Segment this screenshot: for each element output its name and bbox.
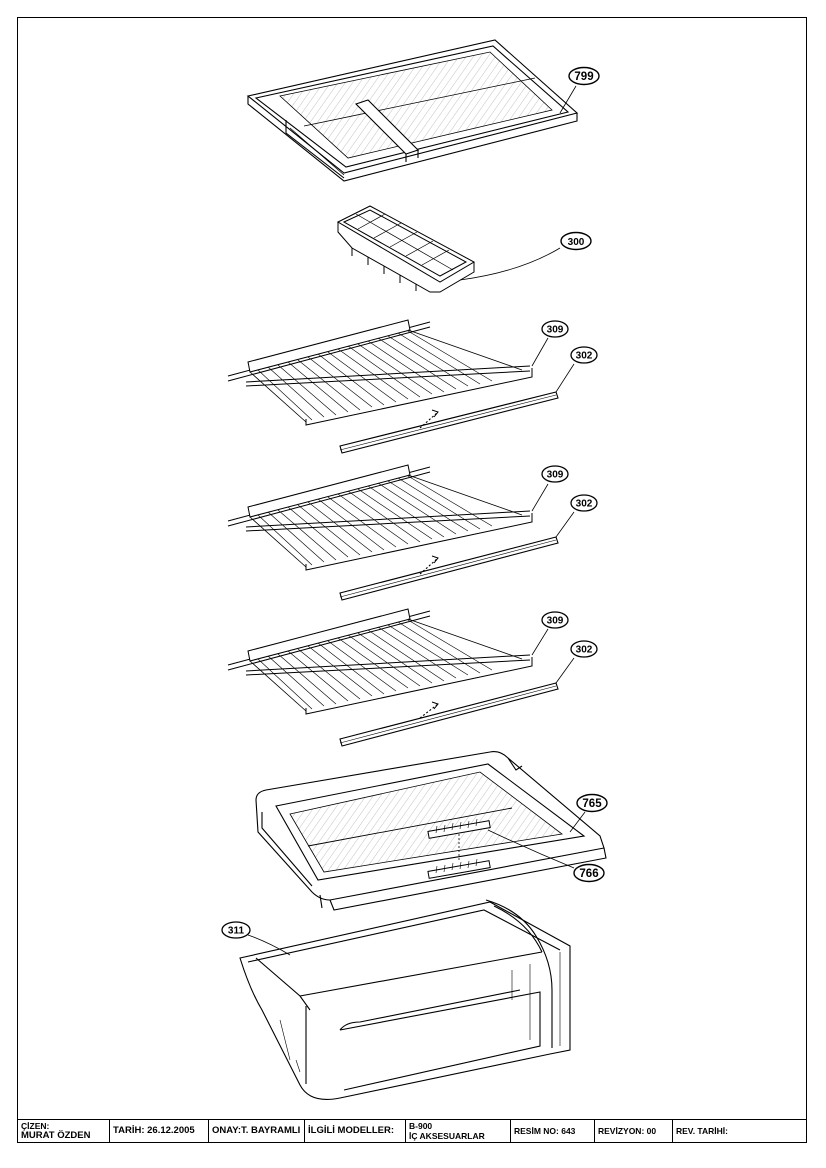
drawing-no-cell: RESİM NO: 643: [511, 1120, 595, 1142]
callout-766: 766: [487, 829, 605, 883]
model-value: B-900: [409, 1121, 433, 1131]
callout-311-label: 311: [228, 926, 245, 937]
drawn-by-label: ÇİZEN:: [21, 1121, 50, 1131]
callout-799: 799: [559, 66, 600, 114]
callout-302c-label: 302: [576, 645, 593, 656]
model-cell: B-900 İÇ AKSESUARLAR: [406, 1120, 511, 1142]
models-label: İLGİLİ MODELLER:: [308, 1125, 395, 1136]
crisper-cover-765: [255, 751, 607, 911]
callout-300: 300: [459, 231, 592, 281]
callout-309b-label: 309: [547, 470, 564, 481]
callout-309c: 309: [531, 611, 569, 656]
callout-311: 311: [221, 921, 291, 956]
callout-309c-label: 309: [547, 616, 564, 627]
models-label-cell: İLGİLİ MODELLER:: [305, 1120, 406, 1142]
callout-309a: 309: [531, 320, 569, 367]
revision-value: REVİZYON: 00: [598, 1126, 657, 1136]
callout-300-label: 300: [568, 237, 585, 248]
ice-tray-300: [336, 205, 476, 293]
callout-765-label: 765: [582, 798, 602, 810]
approval-cell: ONAY:T. BAYRAMLI: [209, 1120, 305, 1142]
date-cell: TARİH: 26.12.2005: [110, 1120, 209, 1142]
shelf-trim-1: [339, 391, 559, 454]
glass-shelf-799: [246, 39, 579, 182]
wire-shelf-2: [227, 464, 533, 571]
callout-799-label: 799: [574, 71, 593, 83]
drawn-by-cell: ÇİZEN: MURAT ÖZDEN: [18, 1120, 110, 1142]
rev-date-value: REV. TARİHİ:: [676, 1126, 728, 1136]
description-value: İÇ AKSESUARLAR: [409, 1131, 485, 1141]
callout-309b: 309: [531, 465, 569, 512]
wire-shelf-1: [227, 319, 533, 426]
wire-shelf-3: [227, 608, 533, 715]
shelf-trim-3: [339, 682, 559, 747]
callout-302a: 302: [555, 346, 598, 393]
revision-cell: REVİZYON: 00: [595, 1120, 673, 1142]
title-block: ÇİZEN: MURAT ÖZDEN TARİH: 26.12.2005 ONA…: [17, 1119, 807, 1143]
callout-302c: 302: [555, 640, 598, 684]
callout-302b-label: 302: [576, 499, 593, 510]
callout-309a-label: 309: [547, 325, 564, 336]
callout-766-label: 766: [579, 868, 598, 880]
date-value: TARİH: 26.12.2005: [113, 1125, 195, 1136]
callout-302b: 302: [555, 494, 598, 538]
callout-765: 765: [569, 793, 608, 833]
approval-value: ONAY:T. BAYRAMLI: [212, 1125, 301, 1136]
shelf-trim-2: [339, 536, 559, 601]
crisper-drawer-311: [239, 899, 571, 1100]
rev-date-cell: REV. TARİHİ:: [673, 1120, 806, 1142]
callout-302a-label: 302: [576, 351, 593, 362]
drawn-by-value: MURAT ÖZDEN: [21, 1130, 91, 1141]
drawing-no-value: RESİM NO: 643: [514, 1126, 576, 1136]
